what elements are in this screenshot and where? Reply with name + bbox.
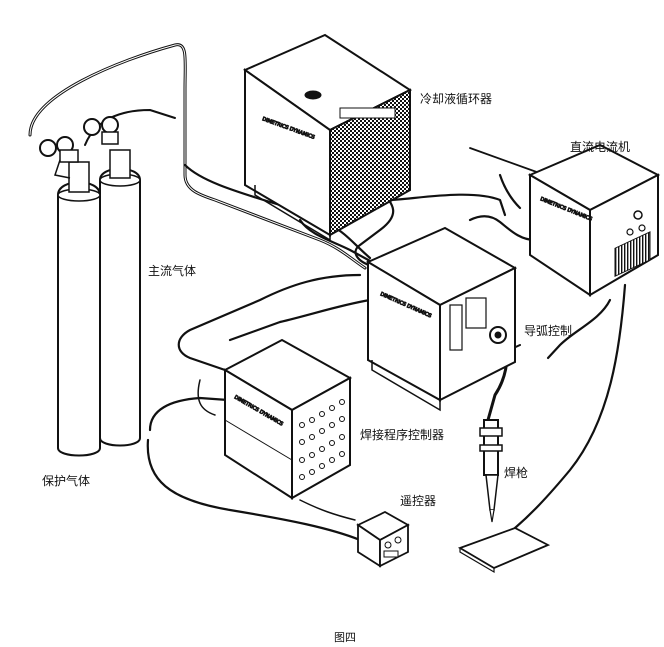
regulator-gauge-4 xyxy=(101,116,119,134)
label-weld-program-controller: 焊接程序控制器 xyxy=(360,428,445,442)
cylinder-front xyxy=(57,181,101,457)
regulator-gauge-1 xyxy=(39,139,57,157)
label-shielding-gas: 保护气体 xyxy=(42,474,91,488)
dc-cable-right xyxy=(546,298,612,360)
controller-loop xyxy=(197,379,216,416)
controller-to-remote xyxy=(299,499,356,521)
shield-gas-cable xyxy=(148,396,230,432)
gas-hose-regulator xyxy=(84,109,176,146)
remote-control xyxy=(356,510,410,568)
coolant-circulator: DIMETRICS DYNAMICS xyxy=(242,33,413,242)
label-torch: 焊枪 xyxy=(504,466,529,480)
label-coolant-circulator: 冷却液循环器 xyxy=(420,92,493,106)
coolant-hose-4 xyxy=(386,193,507,217)
coolant-hose-3 xyxy=(354,188,395,268)
dc-power-source: DIMETRICS DYNAMICS xyxy=(527,143,661,297)
dc-cable-2 xyxy=(498,173,522,210)
workpiece xyxy=(457,527,551,574)
gas-hose-top-inner xyxy=(29,44,366,269)
weld-program-controller: DIMETRICS DYNAMICS xyxy=(222,338,353,500)
label-dc-power-source: 直流电流机 xyxy=(570,140,631,154)
dc-cable-top xyxy=(469,147,546,176)
label-main-gas: 主流气体 xyxy=(148,264,197,278)
control-cable-1 xyxy=(177,273,362,372)
dc-cable-1 xyxy=(468,215,537,242)
figure-caption: 图四 xyxy=(334,631,356,644)
gas-cylinders xyxy=(39,116,141,457)
label-remote-control: 遥控器 xyxy=(400,494,437,508)
cylinder-back xyxy=(99,167,141,447)
work-cable xyxy=(513,283,627,530)
remote-cable xyxy=(146,438,362,542)
regulator-gauge-3 xyxy=(83,118,101,136)
control-cable-2 xyxy=(228,298,372,342)
welding-torch xyxy=(479,419,503,523)
power-source: DIMETRICS DYNAMICS xyxy=(365,226,518,412)
cables xyxy=(28,43,627,542)
controller-knobs xyxy=(299,399,345,480)
label-pilot-arc-control: 导弧控制 xyxy=(524,324,573,338)
